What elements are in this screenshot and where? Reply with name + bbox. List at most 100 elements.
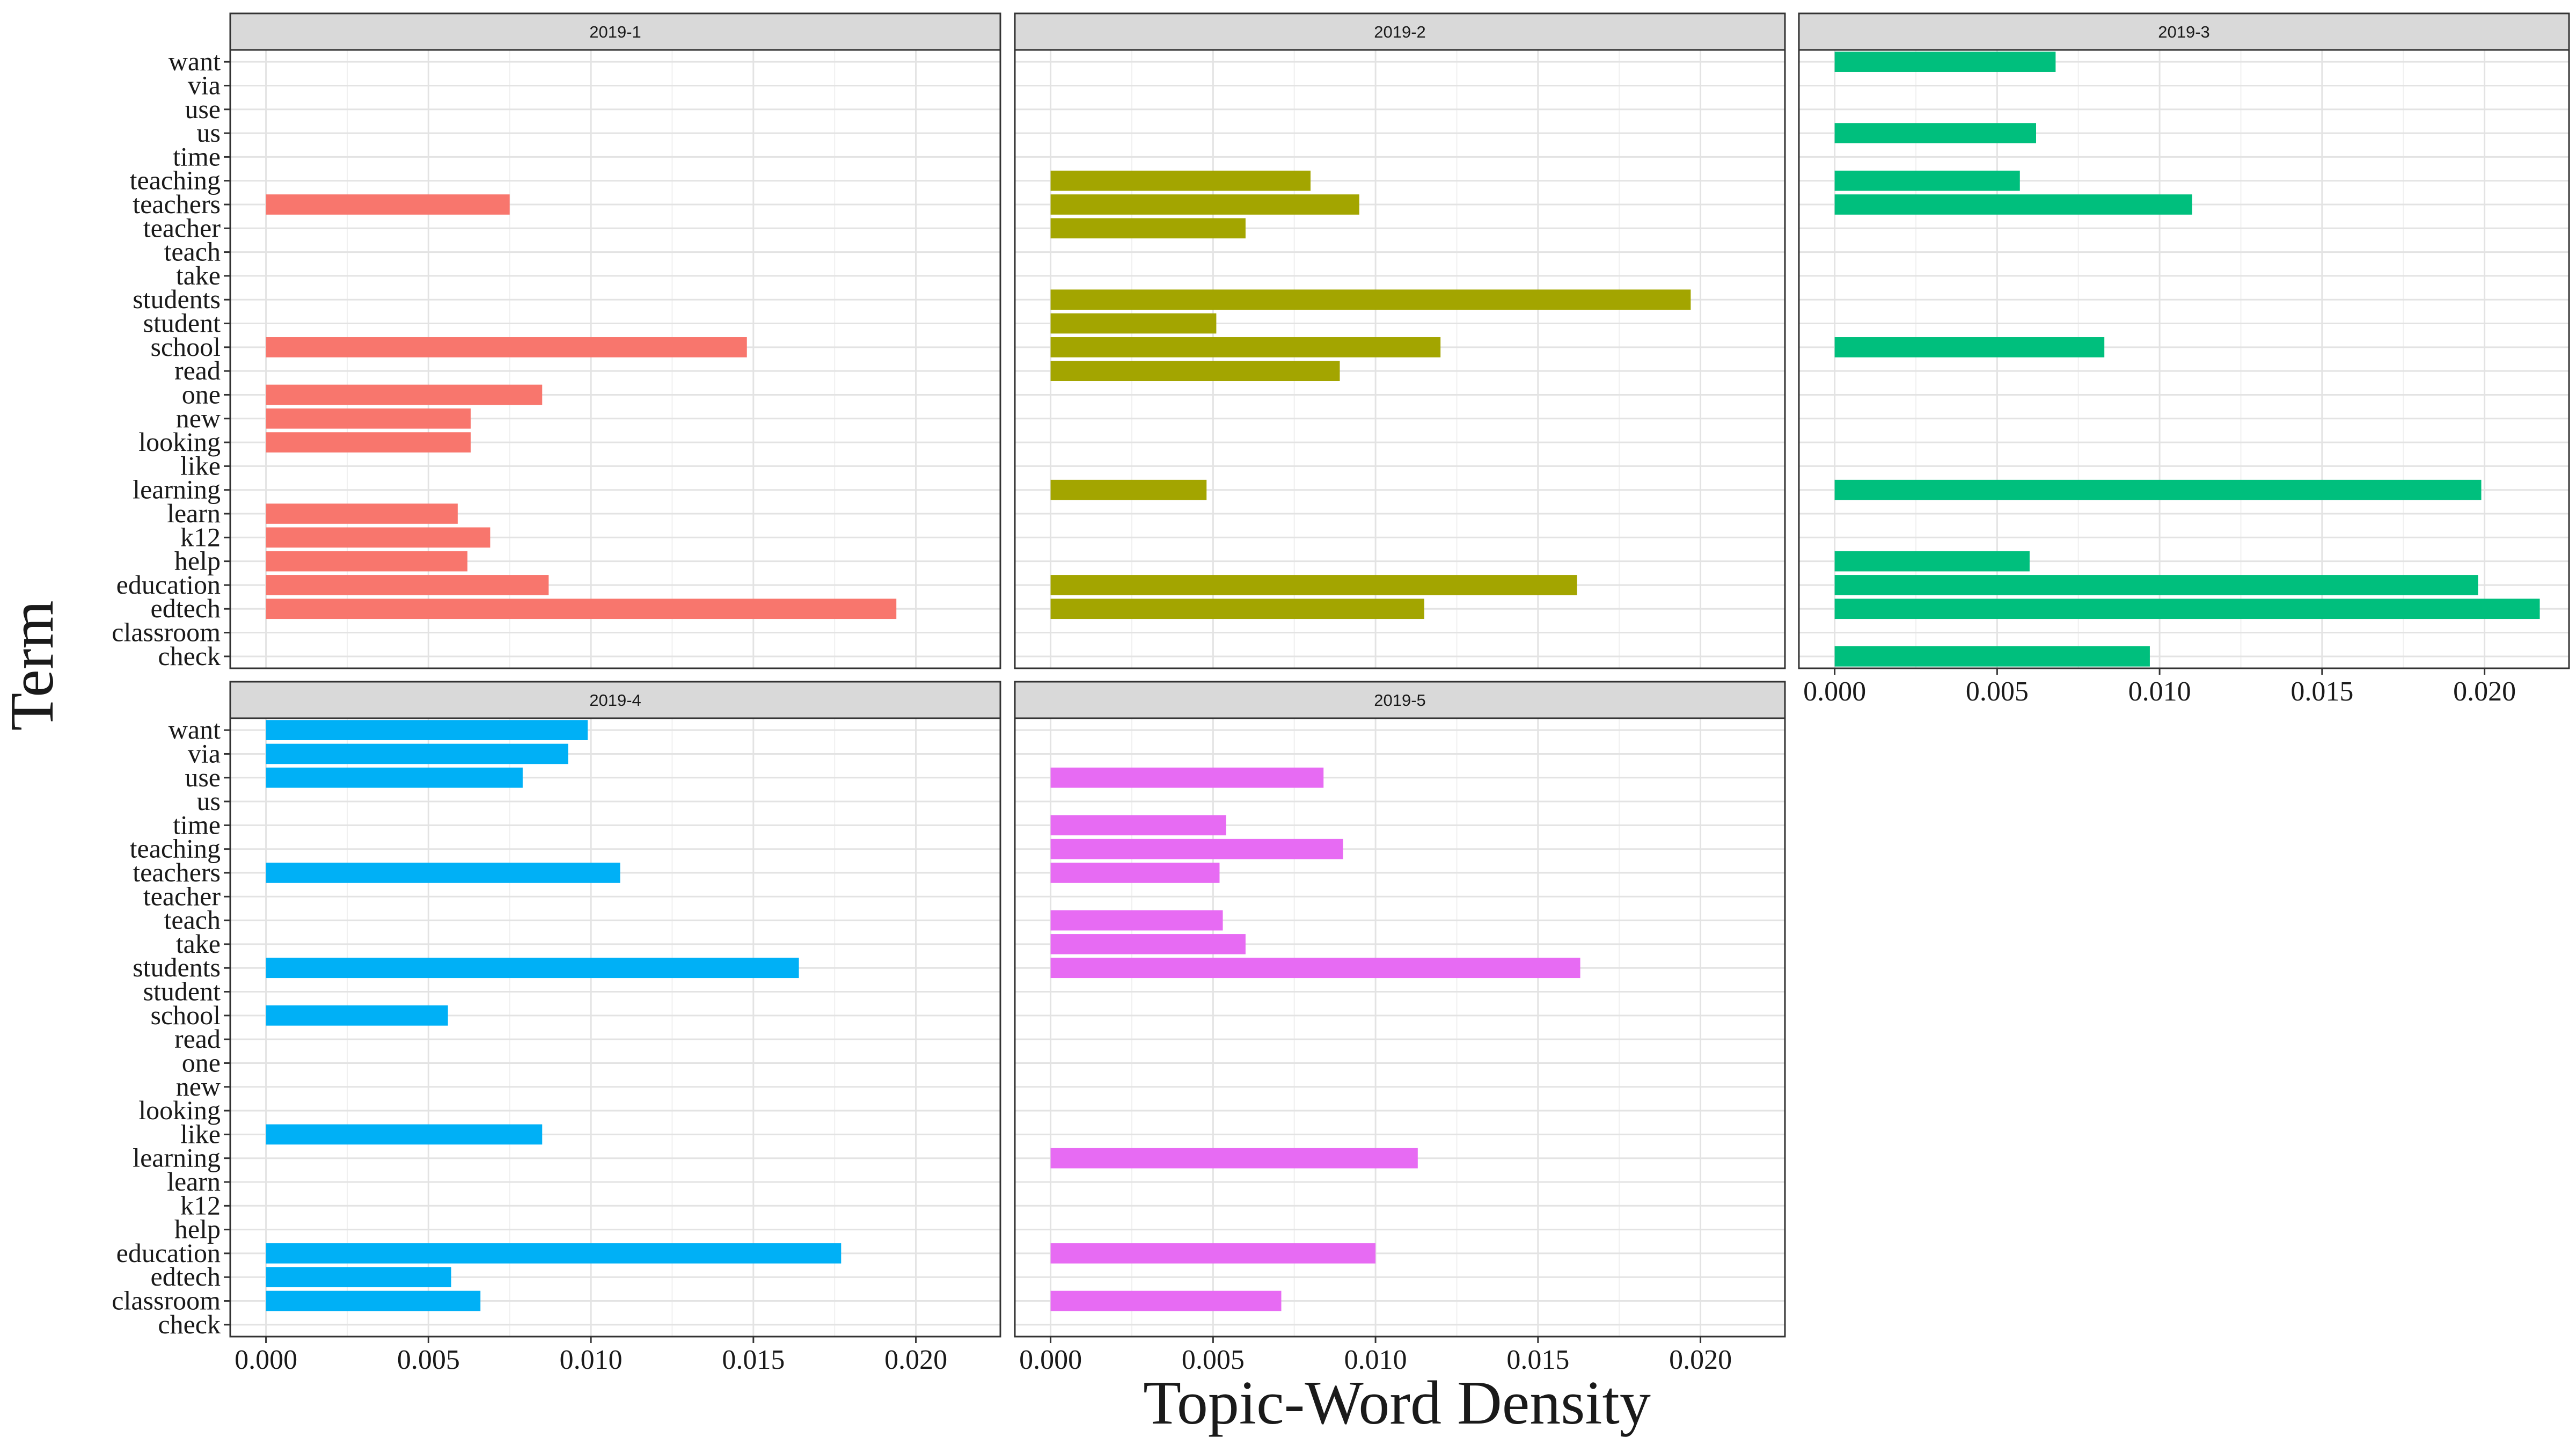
x-tick-label-2019-3-3: 0.015 [2290, 676, 2353, 707]
y-tick-label-students: students [133, 952, 221, 982]
y-tick-label-teachers: teachers [133, 189, 221, 219]
y-tick-label-like: like [180, 1119, 221, 1149]
bar-2019-3-want [1834, 52, 2056, 72]
y-tick-label-us: us [197, 786, 221, 816]
bar-2019-3-edtech [1834, 599, 2540, 619]
bar-2019-4-like [266, 1124, 543, 1145]
panel-2019-5: 2019-5 0.000 0.005 0.010 0.015 0.020 [1014, 681, 1786, 1375]
y-tick-label-education: education [116, 570, 221, 600]
bar-2019-4-school [266, 1005, 448, 1026]
bar-2019-2-students [1050, 289, 1691, 310]
bar-2019-3-check [1834, 646, 2150, 667]
bar-2019-1-education [266, 575, 549, 595]
y-tick-label-learning: learning [133, 1143, 221, 1173]
x-tick-label-2019-5-3: 0.015 [1506, 1345, 1569, 1375]
bar-2019-1-looking [266, 432, 471, 453]
bar-2019-2-student [1050, 313, 1217, 334]
bar-2019-4-want [266, 720, 588, 740]
panel-2019-5-strip-title: 2019-5 [1374, 691, 1426, 710]
y-tick-label-education: education [116, 1238, 221, 1268]
y-tick-label-looking: looking [138, 1095, 221, 1125]
y-tick-label-learn: learn [167, 1166, 221, 1196]
bar-2019-4-teachers [266, 863, 620, 883]
panel-2019-2: 2019-2 [1014, 12, 1786, 669]
bar-2019-4-via [266, 743, 568, 764]
bar-2019-5-teach [1050, 910, 1223, 931]
x-tick-label-2019-3-1: 0.005 [1966, 676, 2029, 707]
bar-2019-1-k12 [266, 527, 491, 548]
y-tick-label-new: new [176, 403, 221, 433]
y-tick-label-edtech: edtech [151, 1261, 221, 1292]
y-tick-label-time: time [173, 141, 221, 171]
panel-2019-4: 2019-4wantviauseustimeteachingteacherste… [112, 681, 1001, 1375]
bar-2019-3-teachers [1834, 194, 2192, 215]
panel-2019-4-strip-title: 2019-4 [589, 691, 641, 710]
bar-2019-2-teachers [1050, 194, 1359, 215]
bar-2019-1-new [266, 408, 471, 429]
bar-2019-5-teachers [1050, 863, 1220, 883]
x-tick-label-2019-4-3: 0.015 [722, 1345, 785, 1375]
y-tick-label-via: via [188, 70, 221, 100]
x-tick-label-2019-4-0: 0.000 [235, 1345, 297, 1375]
panel-2019-2-strip [1014, 12, 1786, 51]
y-tick-label-take: take [176, 260, 221, 290]
y-tick-label-learning: learning [133, 475, 221, 505]
x-tick-label-2019-5-2: 0.010 [1344, 1345, 1407, 1375]
x-tick-label-2019-4-2: 0.010 [560, 1345, 623, 1375]
bar-2019-2-teaching [1050, 170, 1311, 191]
y-tick-label-take: take [176, 929, 221, 959]
x-tick-label-2019-5-0: 0.000 [1019, 1345, 1082, 1375]
bar-2019-1-learn [266, 504, 458, 524]
bar-2019-5-students [1050, 958, 1580, 979]
y-tick-label-student: student [143, 308, 221, 338]
bar-2019-2-school [1050, 337, 1441, 357]
y-tick-label-classroom: classroom [112, 1286, 221, 1316]
panel-2019-2-background [1015, 50, 1785, 668]
panel-2019-4-strip [229, 681, 1001, 719]
x-tick-label-2019-4-4: 0.020 [884, 1345, 947, 1375]
y-tick-label-use: use [185, 762, 221, 792]
y-axis-title: Term [0, 600, 67, 731]
y-tick-label-school: school [150, 1000, 221, 1030]
panel-2019-1-strip-title: 2019-1 [589, 23, 641, 41]
bar-2019-1-help [266, 551, 468, 572]
y-tick-label-k12: k12 [180, 1190, 221, 1220]
y-tick-label-student: student [143, 976, 221, 1006]
bar-2019-5-time [1050, 815, 1226, 836]
x-tick-label-2019-5-4: 0.020 [1669, 1345, 1732, 1375]
bar-2019-4-classroom [266, 1290, 481, 1311]
bar-2019-5-learning [1050, 1148, 1418, 1169]
bar-2019-5-classroom [1050, 1290, 1282, 1311]
bar-2019-1-teachers [266, 194, 510, 215]
y-tick-label-help: help [174, 546, 221, 576]
bar-2019-3-learning [1834, 479, 2482, 500]
y-tick-label-teachers: teachers [133, 857, 221, 887]
bar-2019-3-help [1834, 551, 2030, 572]
bar-2019-1-one [266, 384, 543, 405]
y-tick-label-teach: teach [164, 905, 221, 935]
y-tick-label-via: via [188, 738, 221, 768]
y-tick-label-read: read [174, 1024, 221, 1054]
y-tick-label-want: want [169, 714, 221, 745]
bar-2019-2-edtech [1050, 599, 1424, 619]
bar-2019-2-education [1050, 575, 1577, 595]
panel-2019-2-strip-title: 2019-2 [1374, 23, 1426, 41]
bar-2019-3-school [1834, 337, 2105, 357]
bar-2019-5-education [1050, 1243, 1376, 1264]
y-tick-label-edtech: edtech [151, 593, 221, 623]
y-tick-label-looking: looking [138, 427, 221, 457]
y-tick-label-check: check [158, 641, 221, 671]
bar-2019-4-education [266, 1243, 841, 1264]
y-tick-label-k12: k12 [180, 522, 221, 552]
bar-2019-3-teaching [1834, 170, 2020, 191]
x-tick-label-2019-4-1: 0.005 [397, 1345, 460, 1375]
panel-2019-1: 2019-1wantviauseustimeteachingteacherste… [112, 12, 1001, 671]
x-tick-label-2019-5-1: 0.005 [1182, 1345, 1245, 1375]
bar-2019-4-edtech [266, 1267, 451, 1288]
bar-2019-2-learning [1050, 479, 1207, 500]
y-tick-label-teaching: teaching [130, 834, 221, 864]
y-tick-label-like: like [180, 450, 221, 480]
bar-2019-4-students [266, 958, 799, 979]
